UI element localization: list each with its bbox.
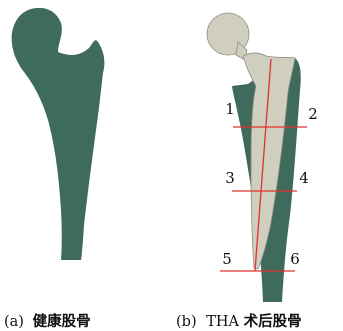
section-label-3: 3 <box>225 169 235 187</box>
caption-b-title: 术后股骨 <box>244 312 302 330</box>
section-label-6: 6 <box>290 250 300 268</box>
section-label-5: 5 <box>222 250 232 268</box>
panel-b: 1 2 3 4 5 6 <box>207 13 318 302</box>
section-label-4: 4 <box>299 169 309 187</box>
healthy-femur-shape <box>12 8 105 260</box>
caption-a-prefix: (a) <box>4 314 24 330</box>
section-label-1: 1 <box>225 100 235 118</box>
caption-a: (a) 健康股骨 <box>4 312 91 330</box>
caption-b-prefix: (b) <box>176 314 197 330</box>
caption-b: (b) THA 术后股骨 <box>176 312 302 330</box>
section-label-2: 2 <box>308 105 318 123</box>
caption-a-title: 健康股骨 <box>33 312 91 330</box>
caption-b-latin: THA <box>206 314 239 330</box>
panel-a <box>12 8 105 260</box>
